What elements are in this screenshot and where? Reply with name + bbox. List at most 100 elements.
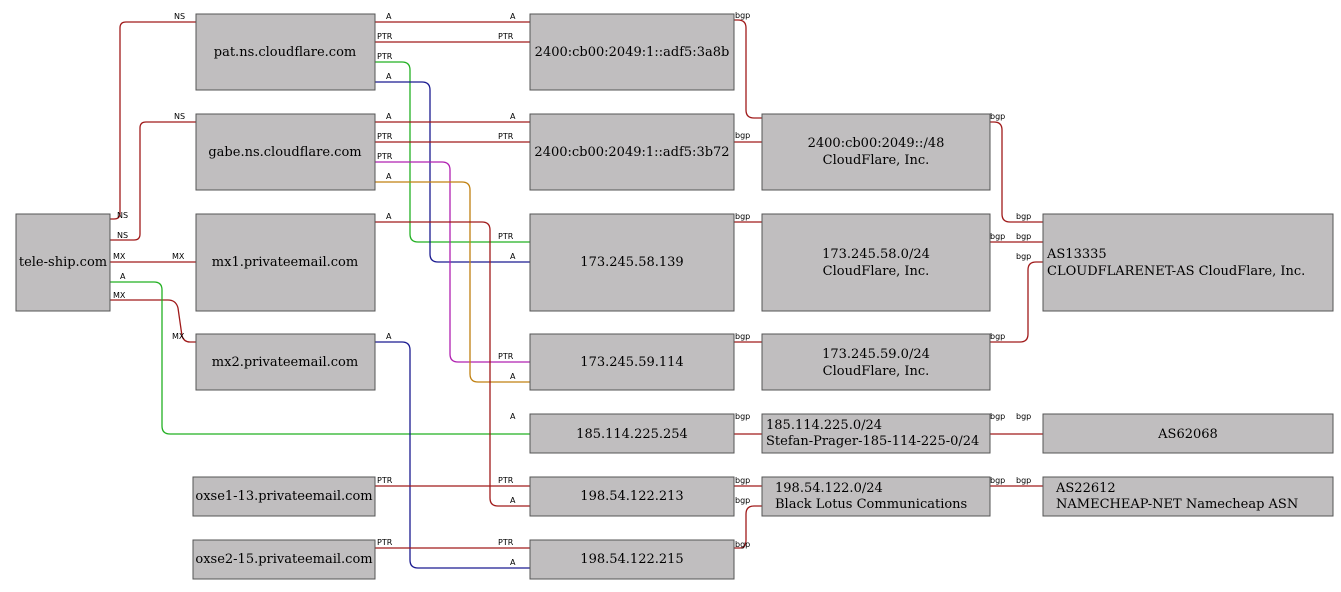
edge-bgp-pfx6-as13335: [990, 121, 1043, 223]
label-a: A: [386, 72, 392, 81]
label-bgp: bgp: [735, 476, 750, 485]
label-bgp: bgp: [990, 412, 1005, 421]
node-label-prefix: 2400:cb00:2049::/48: [808, 136, 945, 151]
node-prefix-2400-cb00-2049[interactable]: 2400:cb00:2049::/48 CloudFlare, Inc.: [761, 113, 991, 191]
edge-bgp-pfx59-as13335: [990, 261, 1043, 343]
label-ptr: PTR: [498, 132, 514, 141]
label-mx: MX: [113, 252, 126, 261]
node-label-owner: CloudFlare, Inc.: [823, 264, 930, 279]
node-label: 198.54.122.215: [580, 552, 683, 567]
label-a: A: [386, 332, 392, 341]
label-bgp: bgp: [990, 476, 1005, 485]
label-ptr: PTR: [377, 152, 393, 161]
node-label-owner: CLOUDFLARENET-AS CloudFlare, Inc.: [1047, 264, 1305, 279]
node-ip6-3a8b[interactable]: 2400:cb00:2049:1::adf5:3a8b: [529, 13, 735, 91]
node-ip-173-245-59-114[interactable]: 173.245.59.114: [529, 333, 735, 391]
node-mx1[interactable]: mx1.privateemail.com: [195, 213, 376, 312]
label-ptr: PTR: [498, 352, 514, 361]
node-as22612[interactable]: AS22612 NAMECHEAP-NET Namecheap ASN: [1042, 476, 1334, 517]
label-a: A: [386, 12, 392, 21]
node-label: tele-ship.com: [19, 255, 107, 270]
node-label: 185.114.225.254: [576, 427, 688, 442]
node-mx2[interactable]: mx2.privateemail.com: [195, 333, 376, 391]
node-label: mx1.privateemail.com: [212, 255, 358, 270]
node-label: 2400:cb00:2049:1::adf5:3b72: [534, 145, 729, 160]
node-label-asn: AS62068: [1157, 427, 1218, 442]
node-label-asn: AS22612: [1055, 481, 1116, 496]
label-ns: NS: [117, 211, 128, 220]
node-label-owner: NAMECHEAP-NET Namecheap ASN: [1056, 497, 1298, 512]
label-bgp: bgp: [990, 332, 1005, 341]
label-bgp: bgp: [1016, 232, 1031, 241]
node-label-owner: CloudFlare, Inc.: [823, 153, 930, 168]
node-ip6-3b72[interactable]: 2400:cb00:2049:1::adf5:3b72: [529, 113, 735, 191]
label-ptr: PTR: [377, 32, 393, 41]
label-mx: MX: [113, 291, 126, 300]
label-a: A: [386, 172, 392, 181]
edge-mx1-a-213: [375, 221, 530, 507]
label-bgp: bgp: [990, 232, 1005, 241]
node-ip-198-54-122-213[interactable]: 198.54.122.213: [529, 476, 735, 517]
edge-a-185: [110, 281, 530, 435]
label-bgp: bgp: [1016, 476, 1031, 485]
edge-pat-ptr-139: [375, 61, 530, 243]
node-label: 173.245.59.114: [580, 355, 683, 370]
node-prefix-198-54-122[interactable]: 198.54.122.0/24 Black Lotus Communicatio…: [761, 476, 991, 517]
node-prefix-185-114-225[interactable]: 185.114.225.0/24 Stefan-Prager-185-114-2…: [761, 413, 991, 454]
node-prefix-173-245-59[interactable]: 173.245.59.0/24 CloudFlare, Inc.: [761, 333, 991, 391]
node-label-owner: Stefan-Prager-185-114-225-0/24: [766, 434, 979, 449]
node-pat-ns[interactable]: pat.ns.cloudflare.com: [195, 13, 376, 91]
edge-bgp-3a8b-pfx6: [734, 19, 762, 119]
edge-gabe-ptr-114: [375, 161, 530, 363]
node-label: 2400:cb00:2049:1::adf5:3a8b: [535, 45, 730, 60]
edge-pat-a-139: [375, 81, 530, 263]
node-label: pat.ns.cloudflare.com: [214, 45, 356, 60]
label-ptr: PTR: [498, 32, 514, 41]
label-a: A: [386, 112, 392, 121]
label-mx: MX: [172, 332, 185, 341]
edge-ns-pat: [110, 21, 196, 220]
label-ptr: PTR: [377, 132, 393, 141]
label-bgp: bgp: [1016, 252, 1031, 261]
node-label-prefix: 198.54.122.0/24: [775, 481, 883, 496]
edge-gabe-a-114: [375, 181, 530, 383]
label-ns: NS: [117, 231, 128, 240]
label-a: A: [510, 496, 516, 505]
node-oxse1[interactable]: oxse1-13.privateemail.com: [192, 476, 376, 517]
label-bgp: bgp: [735, 131, 750, 140]
node-label: 198.54.122.213: [580, 489, 683, 504]
label-ptr: PTR: [377, 476, 393, 485]
label-a: A: [510, 372, 516, 381]
edge-labels: NS NS NS NS MX MX A MX MX A A PTR PTR PT…: [113, 11, 1031, 567]
label-bgp: bgp: [735, 11, 750, 20]
label-bgp: bgp: [735, 332, 750, 341]
node-tele-ship[interactable]: tele-ship.com: [15, 213, 111, 312]
label-bgp: bgp: [1016, 212, 1031, 221]
label-a: A: [510, 558, 516, 567]
label-ptr: PTR: [498, 232, 514, 241]
label-a: A: [510, 412, 516, 421]
label-ptr: PTR: [377, 52, 393, 61]
edge-ns-gabe: [110, 121, 196, 241]
node-gabe-ns[interactable]: gabe.ns.cloudflare.com: [195, 113, 376, 191]
node-ip-185-114-225-254[interactable]: 185.114.225.254: [529, 413, 735, 454]
node-ip-173-245-58-139[interactable]: 173.245.58.139: [529, 213, 735, 312]
label-bgp: bgp: [735, 412, 750, 421]
label-a: A: [510, 112, 516, 121]
label-a: A: [510, 252, 516, 261]
node-as62068[interactable]: AS62068: [1042, 413, 1334, 454]
node-label: oxse2-15.privateemail.com: [195, 552, 372, 567]
node-prefix-173-245-58[interactable]: 173.245.58.0/24 CloudFlare, Inc.: [761, 213, 991, 312]
node-label-owner: CloudFlare, Inc.: [823, 364, 930, 379]
node-as13335[interactable]: AS13335 CLOUDFLARENET-AS CloudFlare, Inc…: [1042, 213, 1334, 312]
label-bgp: bgp: [990, 112, 1005, 121]
node-ip-198-54-122-215[interactable]: 198.54.122.215: [529, 539, 735, 580]
node-label: mx2.privateemail.com: [212, 355, 358, 370]
label-mx: MX: [172, 252, 185, 261]
nodes: tele-ship.com pat.ns.cloudflare.com gabe…: [15, 13, 1334, 580]
node-label-owner: Black Lotus Communications: [775, 497, 967, 512]
node-oxse2[interactable]: oxse2-15.privateemail.com: [192, 539, 376, 580]
node-label-prefix: 173.245.58.0/24: [822, 247, 930, 262]
node-label-prefix: 185.114.225.0/24: [766, 418, 882, 433]
